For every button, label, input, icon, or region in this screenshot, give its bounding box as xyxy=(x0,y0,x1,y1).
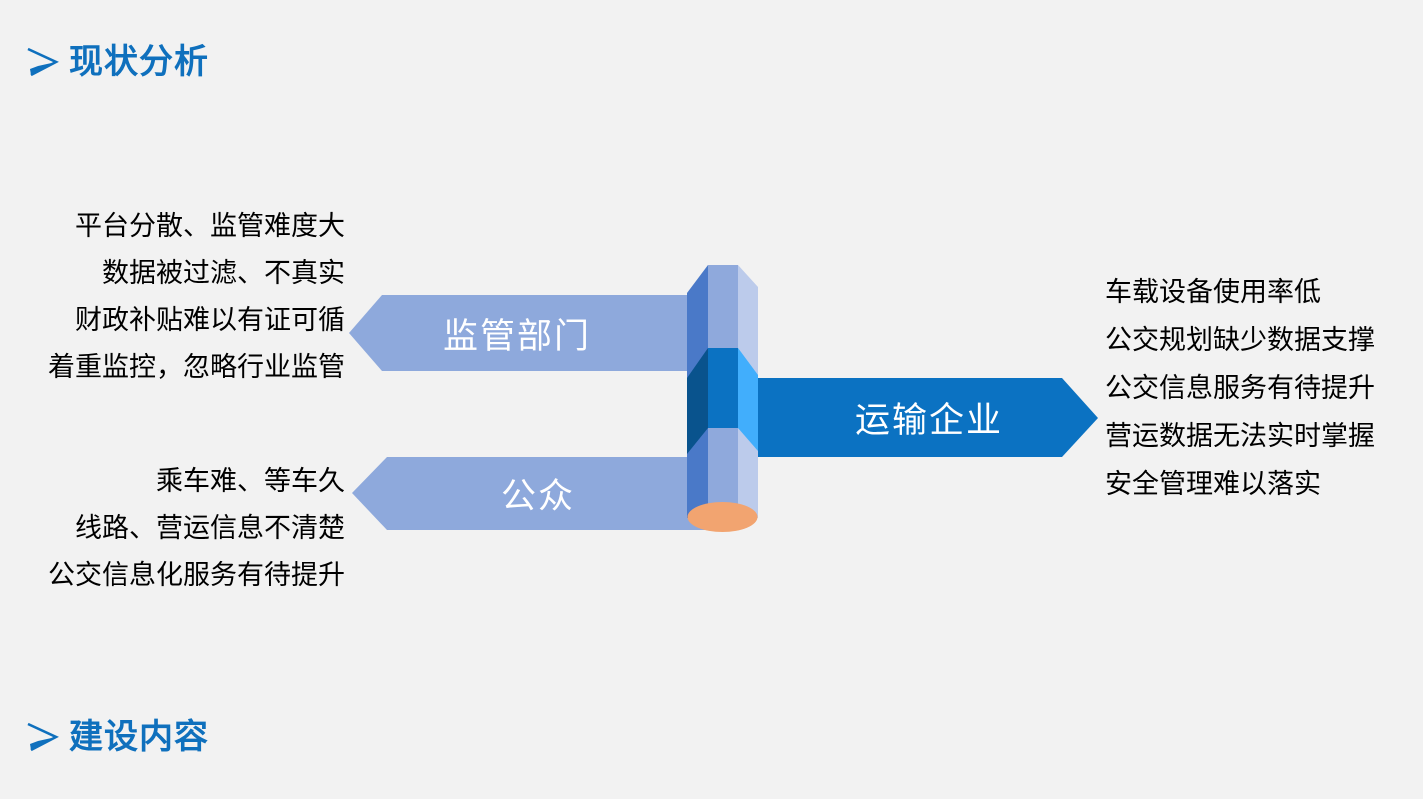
issue-line: 数据被过滤、不真实 xyxy=(102,258,345,288)
regulator-arrow-shape xyxy=(349,295,710,371)
arrow-bullet-icon xyxy=(27,47,59,77)
regulator-issues-list: 平台分散、监管难度大 数据被过滤、不真实 财政补贴难以有证可循 着重监控，忽略行… xyxy=(48,203,345,391)
issue-line: 车载设备使用率低 xyxy=(1105,277,1321,307)
public-arrow-shape xyxy=(352,457,710,530)
issue-line: 安全管理难以落实 xyxy=(1105,469,1321,499)
pillar xyxy=(687,265,758,532)
issue-line: 着重监控，忽略行业监管 xyxy=(48,352,345,382)
enterprise-issues-list: 车载设备使用率低 公交规划缺少数据支撑 公交信息服务有待提升 营运数据无法实时掌… xyxy=(1105,268,1375,508)
arrow-bullet-icon xyxy=(27,722,59,752)
public-issues-list: 乘车难、等车久 线路、营运信息不清楚 公交信息化服务有待提升 xyxy=(48,458,345,599)
issue-line: 乘车难、等车久 xyxy=(156,466,345,496)
issue-line: 公交信息服务有待提升 xyxy=(1105,373,1375,403)
section-title-current-analysis: 现状分析 xyxy=(25,45,209,79)
pillar-base-ellipse xyxy=(687,502,758,532)
issue-line: 线路、营运信息不清楚 xyxy=(75,513,345,543)
pillar-middle-left-face xyxy=(687,348,708,454)
page-title: 现状分析 xyxy=(69,43,209,81)
issue-line: 公交信息化服务有待提升 xyxy=(48,560,345,590)
issue-line: 公交规划缺少数据支撑 xyxy=(1105,325,1375,355)
issue-line: 营运数据无法实时掌握 xyxy=(1105,421,1375,451)
pillar-middle-front-face xyxy=(708,348,738,428)
enterprise-arrow-shape xyxy=(730,378,1098,457)
issue-line: 平台分散、监管难度大 xyxy=(75,211,345,241)
section-title-construction-content: 建设内容 xyxy=(25,720,209,754)
issue-line: 财政补贴难以有证可循 xyxy=(75,305,345,335)
section-title-label: 建设内容 xyxy=(69,718,209,756)
pillar-middle-right-face xyxy=(738,348,758,451)
